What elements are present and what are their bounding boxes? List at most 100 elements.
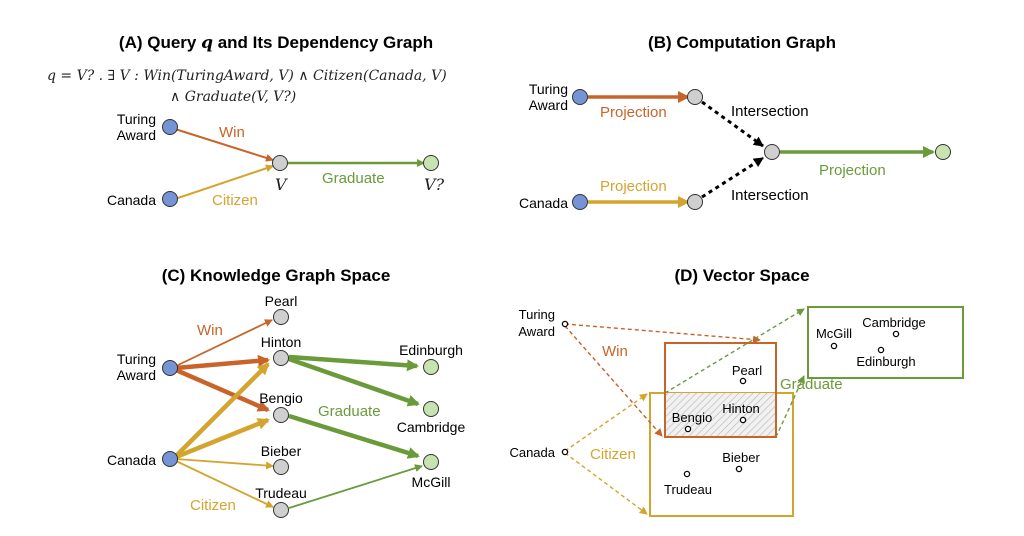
d-proj-citizen-bottom [564,452,648,515]
c-label-award: Award [117,367,156,383]
d-label-turing: Turing [519,307,555,322]
edge-win [174,128,274,162]
query-formula-line-1: q = V? . ∃ V : Win(TuringAward, V) ∧ Cit… [47,68,447,84]
d-box-win-outline [664,342,777,438]
node-b-center [764,144,780,160]
d-label-hinton: Hinton [722,401,760,416]
d-point-cambridge [892,330,900,338]
c-node-pearl [273,309,289,325]
c-label-pearl: Pearl [265,293,298,309]
node-turing-award [162,119,178,135]
d-proj-citizen-top [564,393,648,452]
b-projection-right: Projection [819,162,886,179]
d-label-mcgill: McGill [816,326,852,341]
node-b-top [687,89,703,105]
query-formula-line-2: ∧ Graduate(V, V?) [170,89,296,105]
d-point-mcgill [830,342,838,350]
c-edge-win-hinton [175,354,270,371]
c-node-bengio [273,407,289,423]
c-edge-grad-cambridge [288,356,420,407]
panel-c: (C) Knowledge Graph Space Turing Award C… [107,266,465,518]
node-canada [162,191,178,207]
d-proj-win-bottom [564,325,663,437]
c-label-edinburgh: Edinburgh [399,342,463,358]
d-point-bengio [684,425,692,433]
b-label-award: Award [529,97,568,113]
c-relation-citizen: Citizen [190,497,236,514]
d-point-hinton [739,416,747,424]
d-label-cambridge: Cambridge [862,315,926,330]
d-point-pearl [739,377,747,385]
panel-d-title: (D) Vector Space [674,266,809,285]
b-intersection-bottom: Intersection [731,187,809,204]
d-box-graduate [807,306,964,379]
c-node-canada [162,451,178,467]
node-b-bottom [687,194,703,210]
c-edge-grad-mcgill-trudeau [288,464,423,509]
relation-win: Win [219,124,245,141]
d-relation-graduate: Graduate [780,376,843,393]
node-b-canada [572,194,588,210]
c-label-mcgill: McGill [412,474,451,490]
c-node-hinton [273,350,289,366]
b-projection-bottom: Projection [600,178,667,195]
panel-b-title: (B) Computation Graph [648,33,836,52]
relation-graduate: Graduate [322,170,385,187]
c-relation-win: Win [197,322,223,339]
d-proj-graduate-top [664,308,805,394]
relation-citizen: Citizen [212,192,258,209]
c-edge-citizen-bengio [175,417,270,460]
c-node-bieber [273,459,289,475]
node-v-target [423,155,439,171]
panel-d: (D) Vector Space Turing Award Canada Pea… [509,266,964,517]
d-point-canada [561,448,569,456]
d-box-intersection [665,393,776,437]
c-label-hinton: Hinton [261,334,301,350]
c-label-turing: Turing [117,351,156,367]
c-node-turing-award [162,360,178,376]
b-intersection-top: Intersection [731,103,809,120]
c-edge-citizen-trudeau [175,460,274,508]
c-relation-graduate: Graduate [318,403,381,420]
c-label-canada: Canada [107,452,156,468]
c-label-trudeau: Trudeau [255,485,307,501]
d-proj-win-top [564,323,761,344]
d-point-trudeau [683,470,691,478]
c-edge-win-pearl [175,319,273,367]
c-edge-citizen-hinton [174,362,270,458]
d-point-bieber [735,465,743,473]
b-label-canada: Canada [519,195,568,211]
c-label-cambridge: Cambridge [397,419,466,435]
c-node-cambridge [423,401,439,417]
d-label-edinburgh: Edinburgh [856,354,915,369]
node-b-turing-award [572,89,588,105]
d-label-award: Award [518,324,555,339]
c-node-mcgill [423,454,439,470]
c-node-edinburgh [423,359,439,375]
d-label-pearl: Pearl [732,363,762,378]
d-relation-citizen: Citizen [590,446,636,463]
c-edge-grad-edinburgh [288,354,419,372]
node-b-target [935,144,951,160]
panel-a-title: (A) Query q and Its Dependency Graph [119,33,433,53]
node-v [272,155,288,171]
label-turing: Turing [117,111,156,127]
d-point-turing-award [561,320,569,328]
c-edge-citizen-bieber [175,458,274,470]
panel-b: (B) Computation Graph Turing Award Canad… [519,33,951,211]
label-canada: Canada [107,192,156,208]
d-label-bengio: Bengio [672,410,712,425]
d-relation-win: Win [602,343,628,360]
label-v-target: V? [424,175,445,194]
label-award: Award [117,127,156,143]
b-projection-top: Projection [600,104,667,121]
c-edge-win-bengio [175,367,270,413]
panel-c-title: (C) Knowledge Graph Space [162,266,391,285]
c-label-bieber: Bieber [261,443,302,459]
panel-a: (A) Query q and Its Dependency Graph q =… [47,33,447,209]
c-label-bengio: Bengio [259,390,303,406]
c-edge-grad-mcgill-bengio [288,413,420,459]
d-point-edinburgh [877,346,885,354]
edge-citizen [174,164,274,200]
